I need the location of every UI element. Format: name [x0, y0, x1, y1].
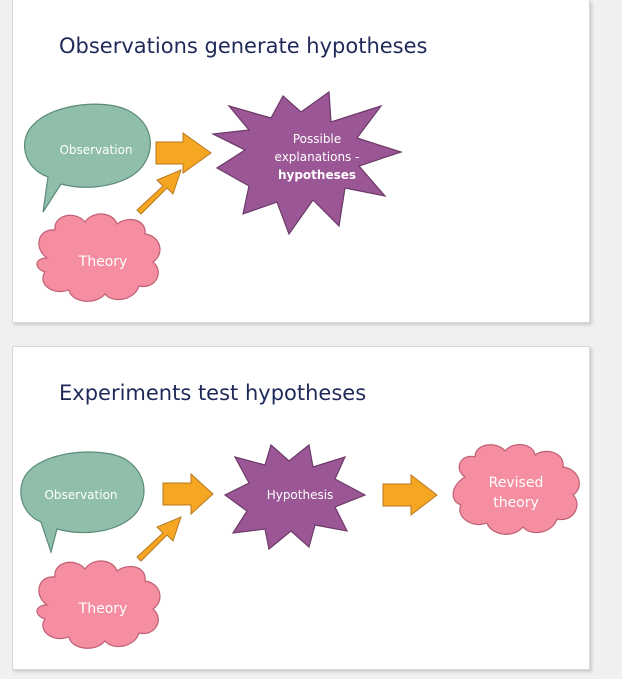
revised-label-line2: theory [493, 494, 539, 511]
arrow-diagonal-icon [136, 169, 182, 215]
star-label-line3: hypotheses [277, 167, 357, 182]
arrow-diagonal-icon [136, 516, 182, 562]
theory-cloud [36, 560, 161, 649]
arrow-right-icon [382, 473, 438, 517]
revised-theory-cloud [452, 444, 580, 535]
diagram [24, 90, 403, 302]
observation-bubble [24, 103, 151, 213]
explosion-star [210, 90, 403, 236]
observation-bubble [20, 451, 145, 555]
star-label-line1: Possible [292, 131, 342, 146]
hypothesis-star [223, 443, 367, 551]
slide-observations: Observations generate hypotheses Observa… [12, 0, 590, 323]
star-label-line2: explanations - [274, 149, 360, 164]
observation-label: Observation [59, 142, 133, 157]
theory-cloud [36, 213, 161, 302]
observation-label: Observation [44, 487, 118, 502]
arrow-right-icon [155, 132, 212, 174]
revised-label-line1: Revised [488, 474, 544, 491]
theory-label: Theory [78, 600, 128, 617]
diagram [20, 443, 580, 649]
arrow-right-icon [162, 472, 214, 516]
theory-label: Theory [78, 253, 128, 270]
slide-title: Experiments test hypotheses [59, 381, 367, 405]
slide-experiments: Experiments test hypotheses Observatio [12, 346, 590, 670]
slide-title: Observations generate hypotheses [59, 34, 428, 58]
hypothesis-label: Hypothesis [266, 487, 334, 502]
